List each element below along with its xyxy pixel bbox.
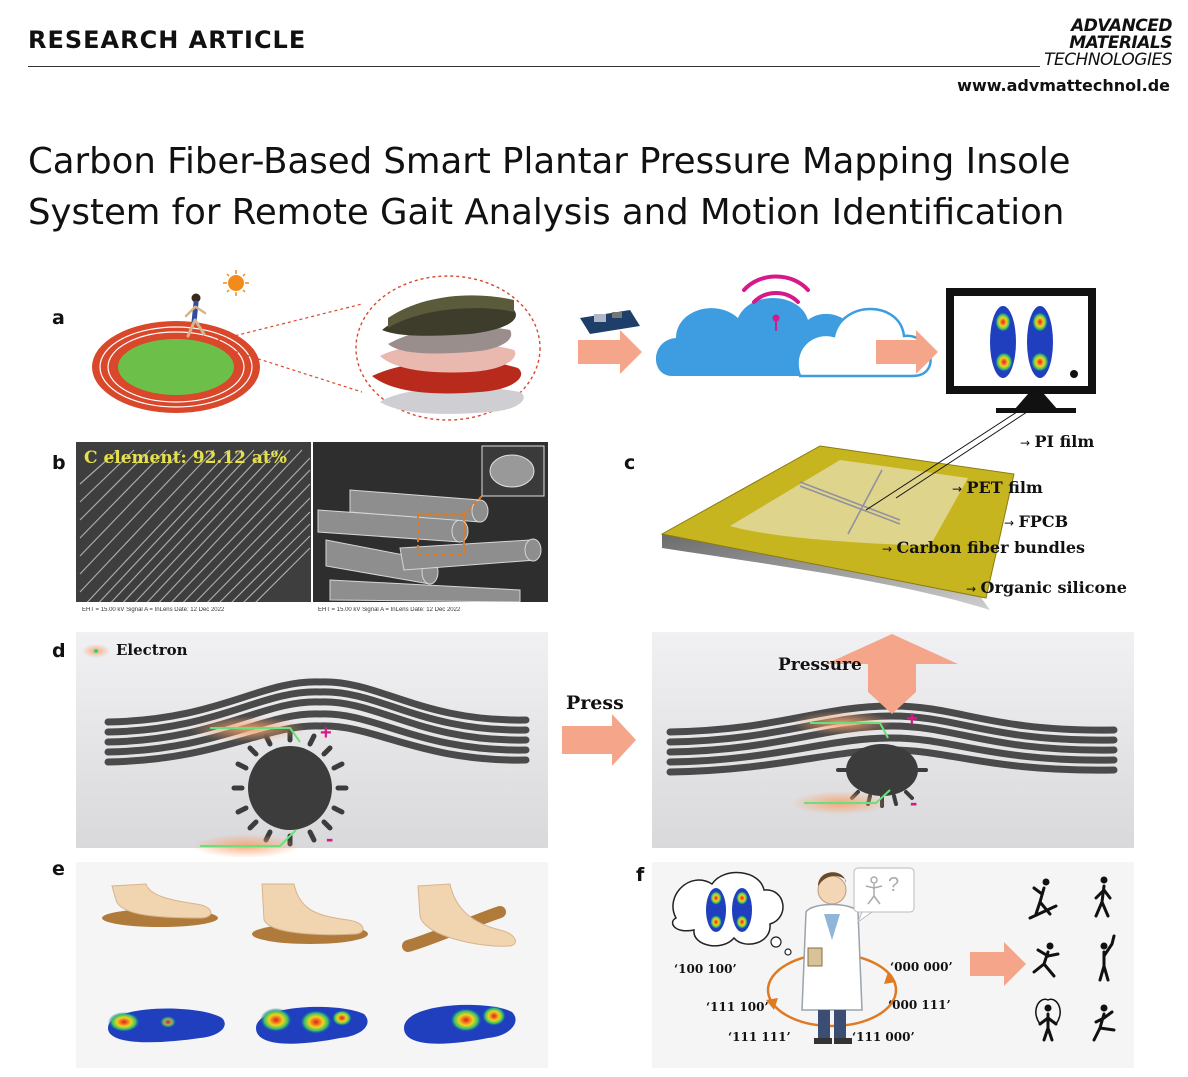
positive-charge-left: + [320, 722, 332, 744]
panel-label-b: b [52, 452, 66, 474]
panel-b [76, 442, 548, 622]
sem-scalebar-left: EHT = 15.00 kV Signal A = InLens Date: 1… [82, 607, 225, 613]
carbon-fiber-sphere [231, 729, 349, 847]
electron-legend: Electron [116, 641, 188, 659]
wifi-icon [742, 274, 810, 331]
pet-film-layer [730, 460, 968, 546]
panel-label-d: d [52, 640, 66, 662]
code-label-2: ‘000 000’ [890, 960, 953, 974]
pressure-label: Pressure [778, 655, 862, 675]
monitor-icon [946, 288, 1096, 413]
panel-label-f: f [636, 864, 645, 886]
foot-toe-off [402, 883, 516, 952]
flow-arrow [876, 330, 938, 374]
runner-small-icon [1032, 942, 1060, 978]
journal-logo: ADVANCED MATERIALS TECHNOLOGIES [1044, 18, 1172, 69]
layer-label-pet: → PET film [952, 478, 1043, 497]
zoom-circle [355, 275, 541, 421]
section-kicker: RESEARCH ARTICLE [28, 26, 307, 54]
kicker-icon [1092, 1004, 1116, 1042]
insole-layers [372, 295, 524, 414]
panel-label-c: c [624, 452, 636, 474]
thought-bubble-icon [671, 871, 792, 956]
panel-a [92, 270, 1096, 421]
panel-e [76, 862, 548, 1068]
flow-arrow [578, 330, 642, 374]
question-bubble [853, 867, 915, 924]
panel-label-a: a [52, 307, 65, 329]
press-label: Press [566, 692, 624, 714]
athlete-icons [1028, 876, 1116, 1042]
skier-icon [1028, 878, 1058, 920]
journal-website[interactable]: www.advmattechnol.de [957, 76, 1170, 95]
pressure-arrow [826, 634, 958, 714]
positive-charge-right: + [906, 708, 918, 730]
carbon-fiber-sphere-compressed [836, 744, 928, 808]
panel-d [76, 632, 1134, 858]
pressure-map-flat [256, 1006, 368, 1044]
layer-label-silicone-text: Organic silicone [980, 578, 1127, 597]
layer-label-carbon: → Carbon fiber bundles [882, 538, 1086, 557]
jump-rope-icon [1035, 998, 1061, 1042]
journal-logo-line3: TECHNOLOGIES [1044, 50, 1172, 70]
cloud-icon [655, 297, 932, 378]
panel-label-e: e [52, 858, 65, 880]
negative-charge-left: - [326, 826, 334, 851]
code-label-4: ‘000 111’ [888, 998, 951, 1012]
layer-label-pi: → PI film [1020, 432, 1095, 451]
panel-c [660, 409, 1031, 610]
circuit-board-icon [580, 310, 640, 334]
layer-label-pi-text: PI film [1034, 432, 1095, 451]
layer-label-fpcb-text: FPCB [1018, 512, 1069, 531]
track-field [118, 339, 234, 395]
foot-heel-strike [102, 883, 218, 927]
question-mark: ? [888, 874, 900, 896]
code-label-1: ‘100 100’ [674, 962, 737, 976]
layer-label-fpcb: → FPCB [1004, 512, 1069, 531]
pressure-map-toe [404, 1004, 516, 1044]
article-title-line2: System for Remote Gait Analysis and Moti… [28, 192, 1065, 233]
organic-silicone-layer [662, 534, 990, 610]
code-label-5: ‘111 111’ [728, 1030, 791, 1044]
layer-label-carbon-text: Carbon fiber bundles [896, 538, 1086, 557]
golfer-icon [1098, 934, 1116, 982]
walker-icon [1094, 876, 1112, 918]
sun-icon [223, 270, 249, 296]
negative-charge-right: - [910, 790, 918, 815]
code-label-3: ‘111 100’ [706, 1000, 769, 1014]
article-title: Carbon Fiber-Based Smart Plantar Pressur… [28, 136, 1168, 238]
journal-logo-line2: MATERIALS [1069, 33, 1172, 53]
foot-flat [252, 883, 368, 944]
article-title-line1: Carbon Fiber-Based Smart Plantar Pressur… [28, 141, 1071, 182]
sem-scalebar-right: EHT = 15.00 kV Signal A = InLens Date: 1… [318, 607, 461, 613]
runner-icon [184, 293, 207, 338]
panel-f [652, 862, 1134, 1068]
scientist-icon [801, 872, 863, 1044]
carbon-fiber-bundles [799, 469, 901, 535]
journal-logo-line1: ADVANCED [1071, 16, 1172, 36]
layer-label-silicone: → Organic silicone [966, 578, 1127, 597]
sem-element-caption: C element: 92.12 at% [84, 448, 287, 468]
code-label-6: ‘111 000’ [852, 1030, 915, 1044]
layer-label-pet-text: PET film [966, 478, 1043, 497]
header-rule [28, 66, 1040, 67]
pressure-map-heel [108, 1008, 225, 1043]
press-arrow [562, 714, 636, 766]
result-arrow [970, 942, 1026, 986]
